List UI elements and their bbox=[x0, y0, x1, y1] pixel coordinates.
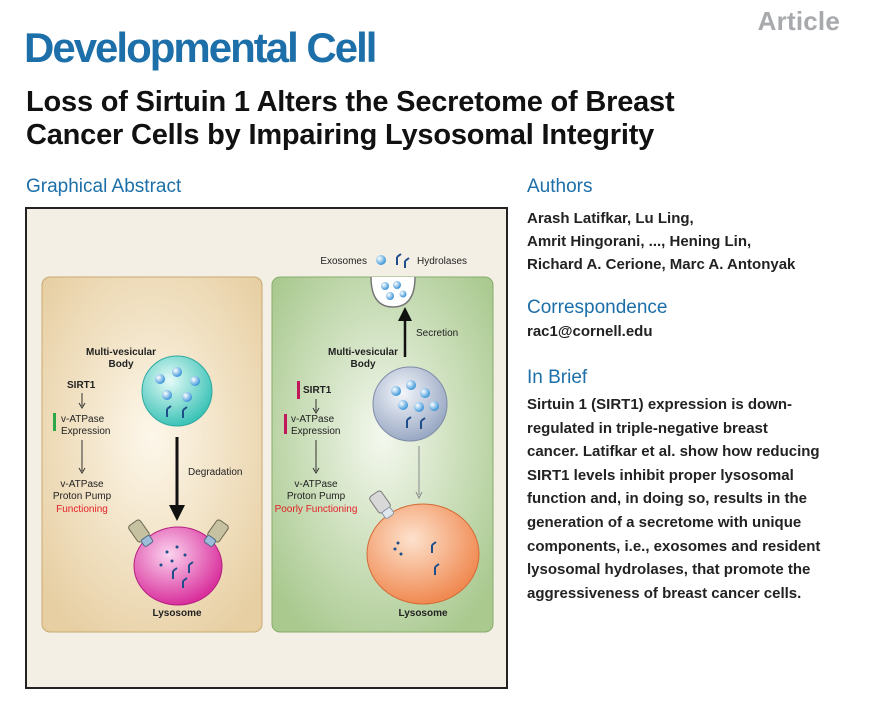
graphical-abstract-figure: Multi-vesicular Body SIRT1 v-ATPase Expr… bbox=[25, 207, 508, 689]
left-lysosome bbox=[133, 526, 223, 606]
right-sirt1-label: SIRT1 bbox=[303, 385, 332, 396]
arrow-head-icon bbox=[415, 491, 423, 500]
arrow-head-icon bbox=[312, 467, 320, 474]
exosome-icon bbox=[376, 255, 386, 265]
in-brief-text: Sirtuin 1 (SIRT1) expression is down- re… bbox=[527, 393, 820, 605]
right-mvb-label-2: Body bbox=[351, 359, 376, 370]
article-title: Loss of Sirtuin 1 Alters the Secretome o… bbox=[26, 86, 856, 152]
arrow-head-icon bbox=[398, 307, 412, 321]
hydrolase-icon bbox=[166, 405, 188, 418]
article-type-label: Article bbox=[757, 6, 840, 36]
exosome-icon bbox=[162, 390, 172, 400]
authors-list: Arash Latifkar, Lu Ling, Amrit Hingorani… bbox=[527, 207, 795, 276]
left-pump-2: Proton Pump bbox=[53, 491, 112, 502]
exosome-icon bbox=[172, 367, 182, 377]
exosome-icon bbox=[391, 386, 401, 396]
correspondence-email[interactable]: rac1@cornell.edu bbox=[527, 323, 653, 340]
right-pump-2: Proton Pump bbox=[287, 491, 346, 502]
exosome-icon bbox=[414, 402, 424, 412]
left-pump-1: v-ATPase bbox=[60, 479, 104, 490]
down-arrow-icon bbox=[297, 381, 300, 399]
left-functioning: Functioning bbox=[56, 504, 108, 515]
in-brief-line: components, i.e., exosomes and resident bbox=[527, 537, 821, 555]
hydrolase-icon bbox=[431, 541, 440, 575]
proton-pump-icon bbox=[128, 519, 154, 547]
journal-name: Developmental Cell bbox=[24, 24, 377, 71]
graphical-abstract-heading: Graphical Abstract bbox=[26, 176, 182, 197]
left-sirt1-label: SIRT1 bbox=[67, 380, 96, 391]
exosome-icon bbox=[155, 374, 165, 384]
authors-heading: Authors bbox=[527, 176, 593, 197]
arrow-head-icon bbox=[78, 467, 86, 474]
hydrolase-icon bbox=[172, 561, 194, 588]
authors-line-3: Richard A. Cerione, Marc A. Antonyak bbox=[527, 256, 796, 273]
exosome-icon bbox=[398, 400, 408, 410]
authors-line-2: Amrit Hingorani, ..., Hening Lin, bbox=[527, 233, 752, 250]
exosomes-label: Exosomes bbox=[320, 256, 367, 267]
degradation-label: Degradation bbox=[188, 467, 242, 478]
in-brief-line: lysosomal hydrolases, that promote the bbox=[527, 561, 811, 579]
exosome-icon bbox=[420, 388, 430, 398]
in-brief-line: SIRT1 levels inhibit proper lysosomal bbox=[527, 466, 794, 484]
proton-pump-icon bbox=[203, 519, 229, 547]
down-arrow-icon bbox=[284, 414, 287, 434]
correspondence-heading: Correspondence bbox=[527, 297, 668, 318]
in-brief-line: Sirtuin 1 (SIRT1) expression is down- bbox=[527, 396, 793, 413]
secretory-vesicle bbox=[370, 276, 416, 308]
right-pump-1: v-ATPase bbox=[294, 479, 338, 490]
exosome-icon bbox=[406, 380, 416, 390]
in-brief-heading: In Brief bbox=[527, 367, 588, 388]
hydrolase-icon bbox=[406, 416, 426, 429]
hydrolase-icon bbox=[396, 253, 410, 268]
in-brief-line: cancer. Latifkar et al. show how reducin… bbox=[527, 443, 820, 461]
proton-pump-icon bbox=[369, 490, 395, 519]
right-vatpase-expr-1: v-ATPase bbox=[291, 414, 335, 425]
right-lysosome-label: Lysosome bbox=[398, 608, 448, 619]
in-brief-line: function and, in doing so, results in th… bbox=[527, 490, 807, 508]
title-line-2: Cancer Cells by Impairing Lysosomal Inte… bbox=[26, 119, 655, 151]
hydrolases-label: Hydrolases bbox=[417, 256, 467, 267]
in-brief-line: regulated in triple-negative breast bbox=[527, 419, 768, 437]
left-mvb bbox=[141, 355, 213, 427]
arrow-head-icon bbox=[312, 407, 320, 414]
graphical-abstract-svg: Multi-vesicular Body SIRT1 v-ATPase Expr… bbox=[41, 253, 494, 633]
up-arrow-icon bbox=[53, 413, 56, 431]
secretion-label: Secretion bbox=[416, 328, 458, 339]
left-lysosome-label: Lysosome bbox=[152, 608, 202, 619]
left-mvb-label-1: Multi-vesicular bbox=[86, 347, 156, 358]
right-poorly-functioning: Poorly Functioning bbox=[275, 504, 358, 515]
left-vatpase-expr-1: v-ATPase bbox=[61, 414, 105, 425]
authors-line-1: Arash Latifkar, Lu Ling, bbox=[527, 210, 694, 227]
left-mvb-label-2: Body bbox=[109, 359, 134, 370]
right-lysosome bbox=[366, 503, 480, 605]
arrow-head-icon bbox=[169, 505, 185, 521]
exosome-icon bbox=[182, 392, 192, 402]
in-brief-line: aggressiveness of breast cancer cells. bbox=[527, 584, 802, 602]
right-mvb bbox=[372, 366, 448, 442]
exosome-icon bbox=[190, 376, 200, 386]
arrow-head-icon bbox=[78, 402, 86, 409]
exosome-icon bbox=[429, 401, 439, 411]
title-line-1: Loss of Sirtuin 1 Alters the Secretome o… bbox=[26, 86, 675, 118]
right-vatpase-expr-2: Expression bbox=[291, 426, 340, 437]
left-vatpase-expr-2: Expression bbox=[61, 426, 110, 437]
in-brief-line: generation of a secretome with unique bbox=[527, 513, 802, 531]
right-mvb-label-1: Multi-vesicular bbox=[328, 347, 398, 358]
